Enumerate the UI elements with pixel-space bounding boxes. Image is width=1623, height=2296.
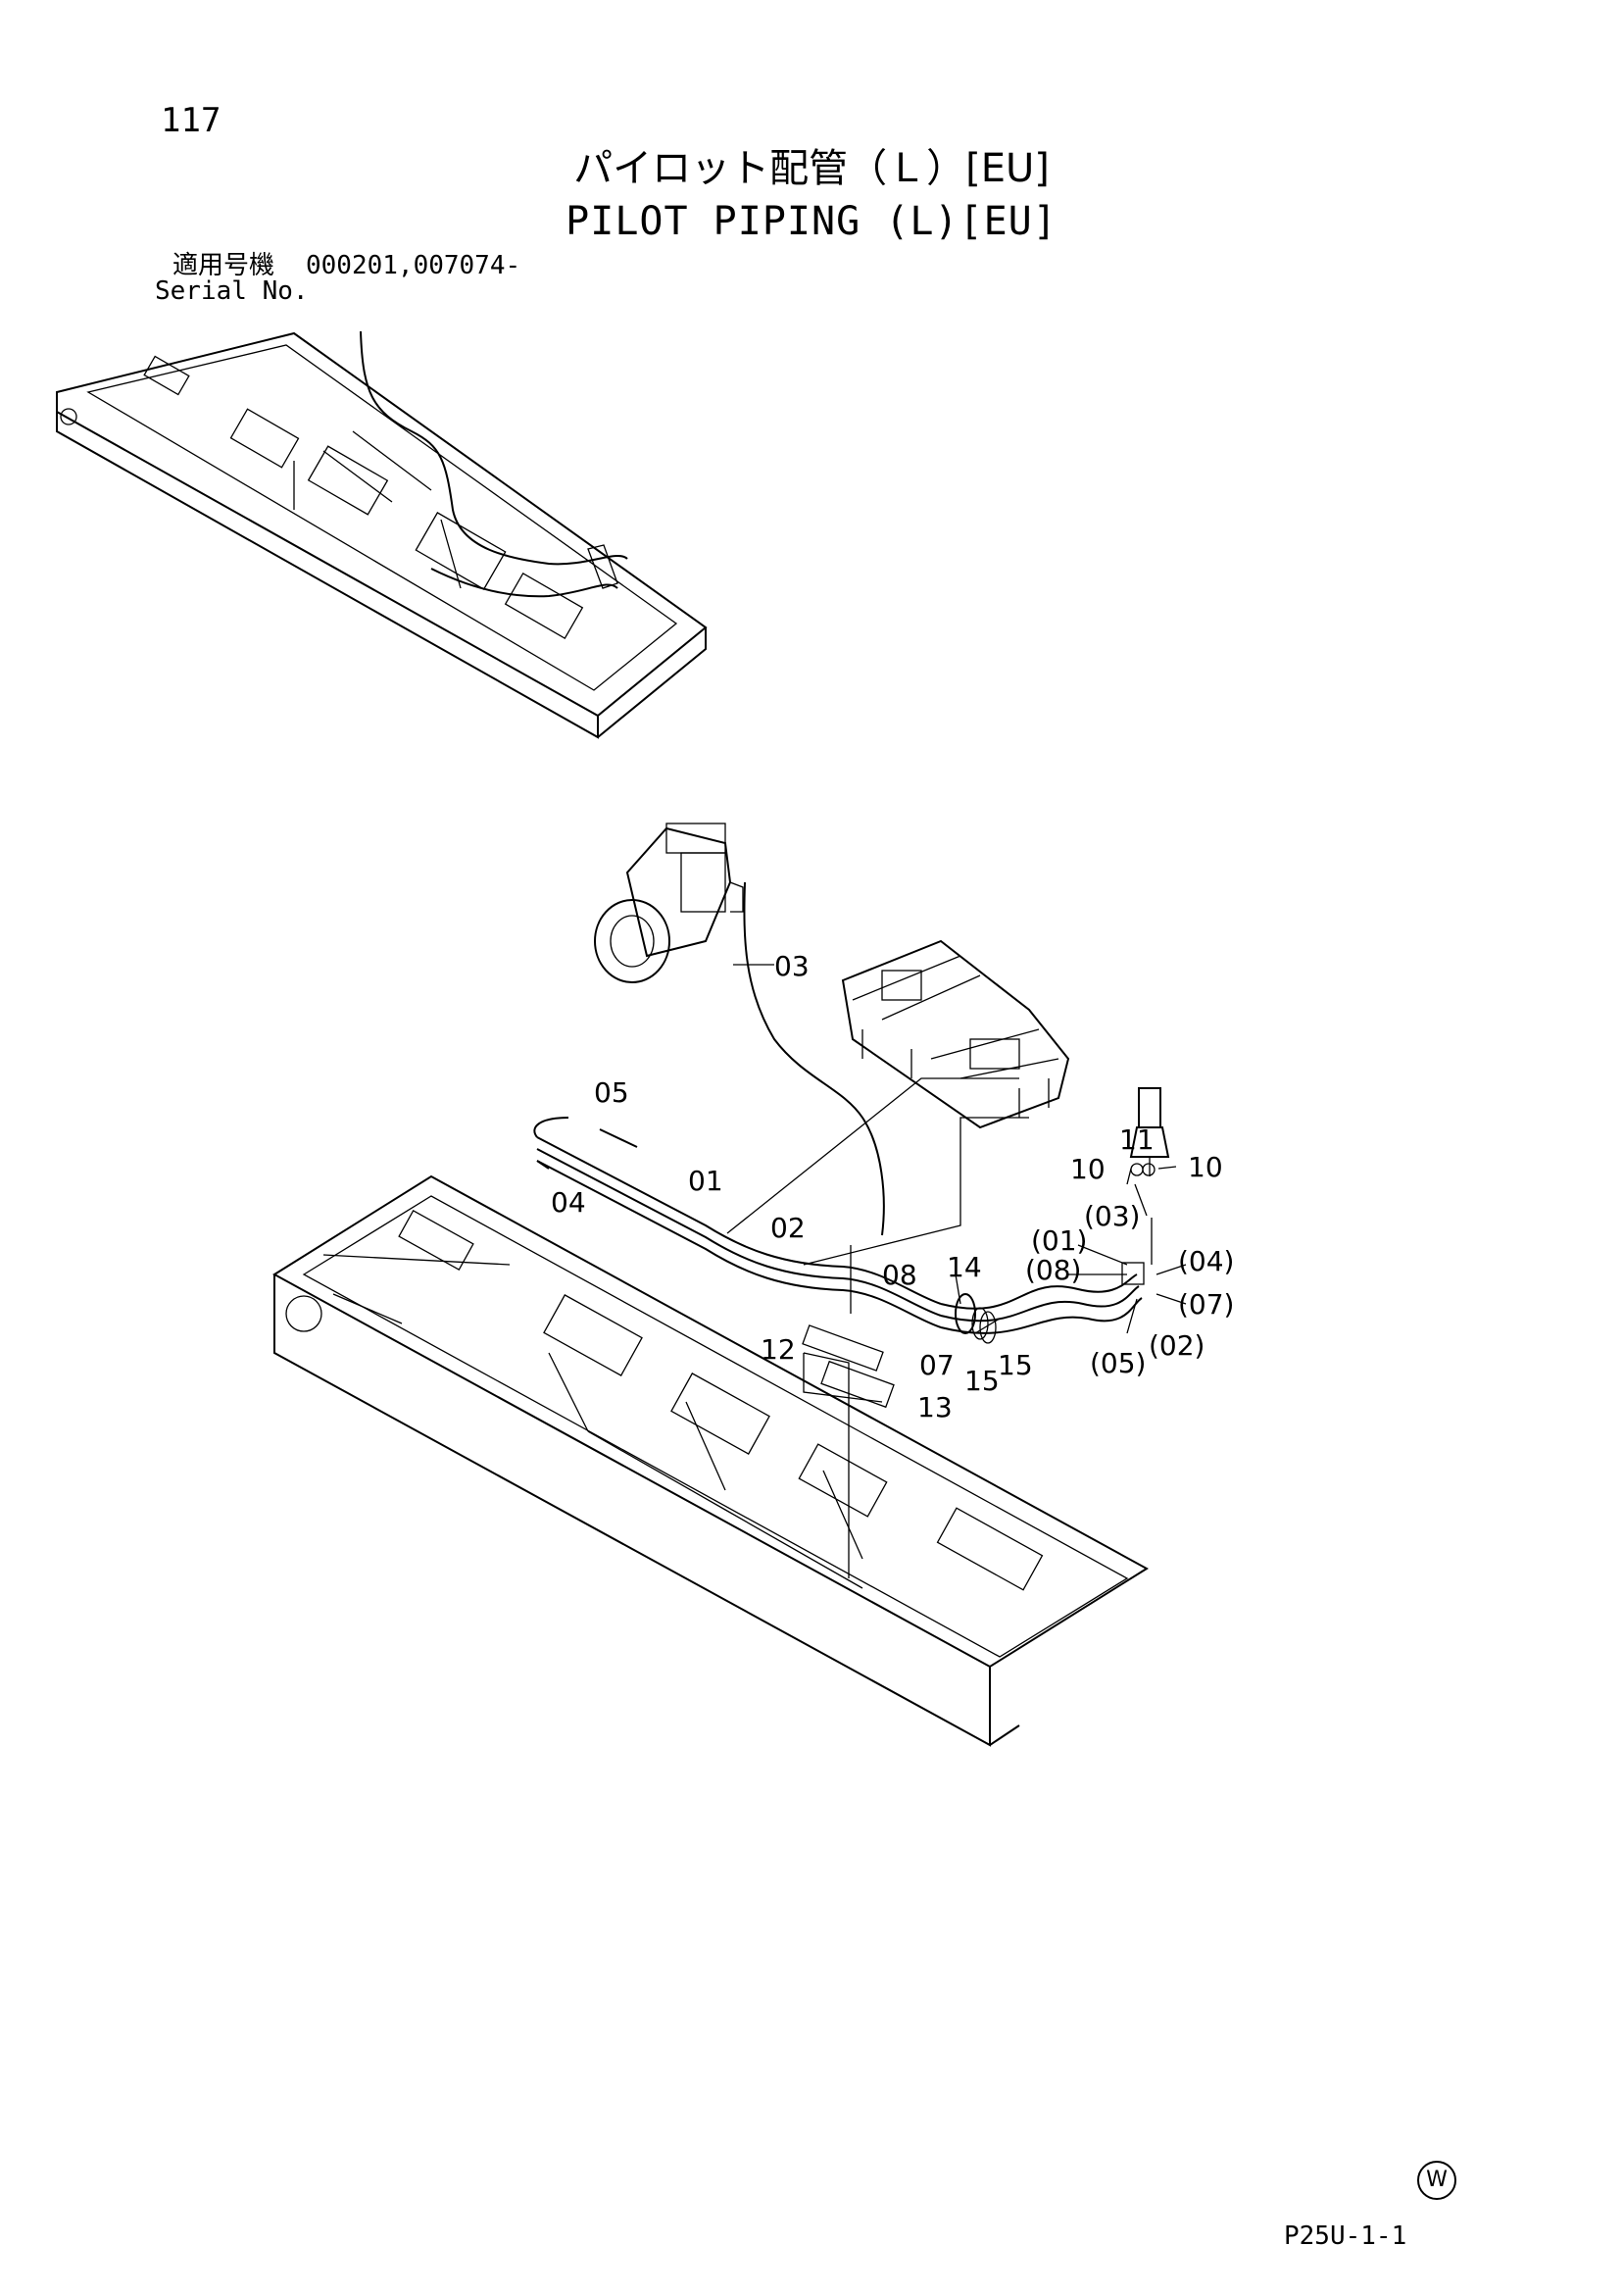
control-lever-drawing	[1129, 1087, 1170, 1176]
callout-p01: (01)	[1031, 1224, 1087, 1257]
main-frame-drawing	[272, 1174, 1149, 1747]
title-english: PILOT PIPING (L)[EU]	[566, 199, 1057, 244]
page-code: P25U-1-1	[1284, 2221, 1407, 2251]
callout-15a: 15	[964, 1365, 1000, 1397]
pilot-pump-drawing	[594, 823, 744, 983]
callout-08: 08	[882, 1259, 917, 1291]
callout-04: 04	[551, 1186, 586, 1219]
callout-p07: (07)	[1178, 1288, 1234, 1321]
page-number: 117	[161, 101, 221, 140]
callout-03: 03	[774, 950, 810, 982]
serial-label-japanese: 適用号機	[172, 251, 275, 280]
callout-12: 12	[761, 1333, 796, 1366]
callout-p08: (08)	[1025, 1254, 1081, 1286]
callout-p02: (02)	[1149, 1329, 1205, 1362]
serial-number-value: 000201,007074-	[306, 251, 521, 280]
callout-p04: (04)	[1178, 1245, 1234, 1277]
callout-p03: (03)	[1084, 1200, 1140, 1232]
callout-10-left: 10	[1070, 1153, 1106, 1185]
callout-01: 01	[688, 1165, 723, 1197]
watermark-circle-w: W	[1417, 2161, 1456, 2200]
callout-11: 11	[1119, 1123, 1155, 1156]
fittings	[802, 1163, 1156, 1409]
callout-02: 02	[770, 1212, 806, 1244]
callout-07: 07	[919, 1349, 955, 1381]
callout-14: 14	[947, 1251, 982, 1283]
title-japanese: パイロット配管（Ｌ）[EU]	[573, 146, 1050, 191]
control-valve-drawing	[841, 939, 1070, 1129]
callout-13: 13	[917, 1391, 953, 1423]
serial-label-english: Serial No.	[155, 276, 309, 306]
callout-15b: 15	[998, 1349, 1033, 1381]
callout-10-right: 10	[1188, 1151, 1223, 1183]
overview-frame-drawing	[56, 330, 708, 739]
callout-p05: (05)	[1090, 1347, 1146, 1379]
callout-05: 05	[594, 1076, 629, 1109]
